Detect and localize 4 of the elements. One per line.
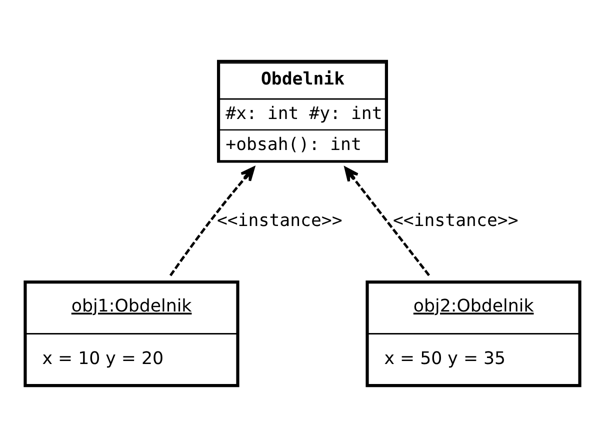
arrow: [169, 166, 255, 276]
arrow: [344, 166, 430, 276]
edge-label: <<instance>>: [216, 210, 342, 231]
edge-label: <<instance>>: [392, 210, 518, 231]
